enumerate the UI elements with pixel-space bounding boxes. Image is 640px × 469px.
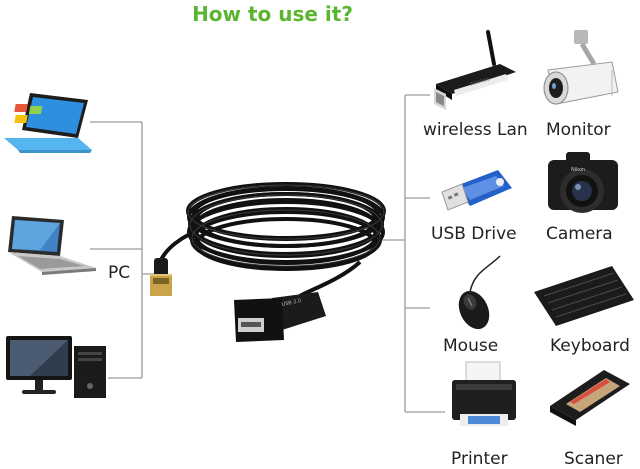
- tablet-laptop-icon: [4, 93, 92, 153]
- wireless-lan-label: wireless Lan: [423, 120, 528, 140]
- printer-icon: [452, 361, 516, 426]
- svg-text:USB 2.0: USB 2.0: [281, 298, 302, 308]
- pc-connector-lines: [90, 121, 158, 379]
- usb-drive-label: USB Drive: [431, 224, 517, 244]
- laptop-icon: [8, 216, 96, 275]
- svg-text:Nikon: Nikon: [571, 167, 585, 173]
- device-connector-lines: [382, 94, 445, 413]
- wireless-lan-icon: Wireless: [434, 30, 516, 110]
- scanner-icon: [550, 370, 630, 426]
- pc-label: PC: [108, 263, 131, 283]
- title: How to use it?: [192, 2, 353, 26]
- mouse-label: Mouse: [443, 336, 499, 356]
- printer-label: Printer: [451, 449, 508, 469]
- monitor-camera-icon: [543, 30, 619, 105]
- desktop-pc-icon: [6, 336, 106, 398]
- svg-text:Wireless: Wireless: [469, 76, 491, 88]
- camera-icon: Nikon: [548, 152, 618, 213]
- usb-extension-cable-icon: USB 2.0: [150, 182, 386, 342]
- mouse-icon: [458, 255, 501, 330]
- camera-label: Camera: [546, 224, 613, 244]
- keyboard-label: Keyboard: [550, 336, 630, 356]
- keyboard-icon: [534, 266, 634, 326]
- monitor-label: Monitor: [546, 120, 611, 140]
- scanner-label: Scaner: [564, 449, 623, 469]
- usb-drive-icon: [441, 170, 512, 211]
